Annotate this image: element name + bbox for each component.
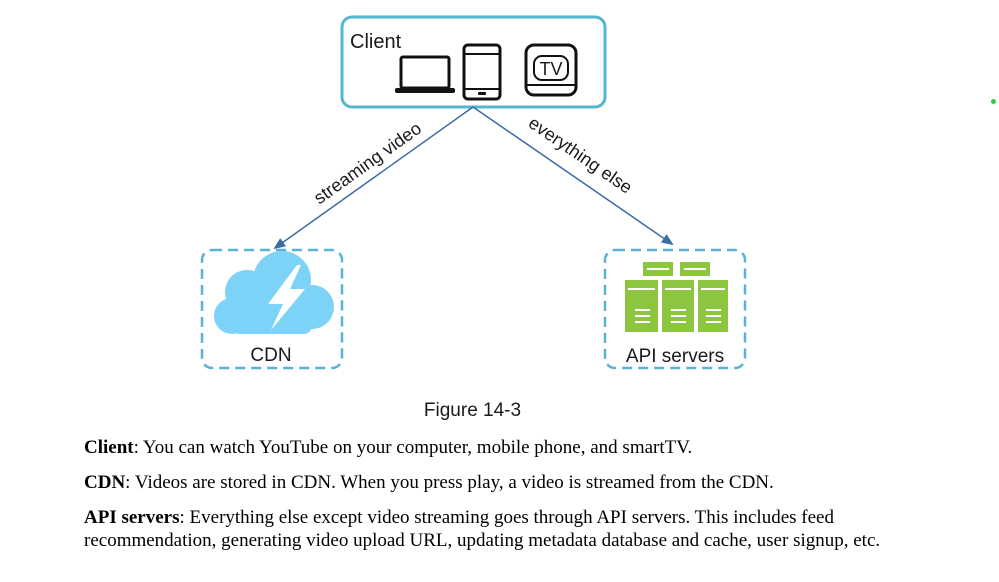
- paragraph-client: Client: You can watch YouTube on your co…: [84, 436, 884, 459]
- tv-icon: TV: [524, 43, 578, 97]
- api-servers-node: API servers: [603, 248, 747, 370]
- green-dot-marker: [991, 99, 996, 104]
- description-paragraphs: Client: You can watch YouTube on your co…: [84, 436, 884, 564]
- edge-streaming-video: streaming video: [273, 106, 474, 250]
- term-cdn: CDN: [84, 472, 126, 493]
- figure-caption: Figure 14-3: [423, 400, 522, 421]
- lightning-bolt-icon: [268, 265, 305, 330]
- cdn-label: CDN: [250, 345, 291, 366]
- edge-everything-else: everything else: [472, 106, 674, 246]
- architecture-diagram: Client TV streaming video everything els…: [200, 15, 747, 370]
- cdn-node: CDN: [200, 248, 344, 370]
- client-node: Client TV: [340, 15, 607, 109]
- term-api-servers: API servers: [84, 507, 180, 528]
- term-client: Client: [84, 437, 134, 458]
- client-label: Client: [350, 31, 402, 53]
- tv-label: TV: [539, 59, 562, 79]
- text-cdn: : Videos are stored in CDN. When you pre…: [125, 472, 774, 493]
- text-client: : You can watch YouTube on your computer…: [133, 437, 693, 458]
- mobile-phone-icon: [462, 43, 502, 101]
- api-servers-label: API servers: [626, 346, 724, 367]
- paragraph-cdn: CDN: Videos are stored in CDN. When you …: [84, 471, 884, 494]
- cloud-icon: [214, 251, 334, 334]
- server-rack-icon: [625, 262, 728, 332]
- text-api-servers: : Everything else except video streaming…: [84, 507, 881, 551]
- laptop-icon: [395, 55, 455, 93]
- paragraph-api-servers: API servers: Everything else except vide…: [84, 506, 884, 552]
- edge-left-label: streaming video: [310, 118, 425, 208]
